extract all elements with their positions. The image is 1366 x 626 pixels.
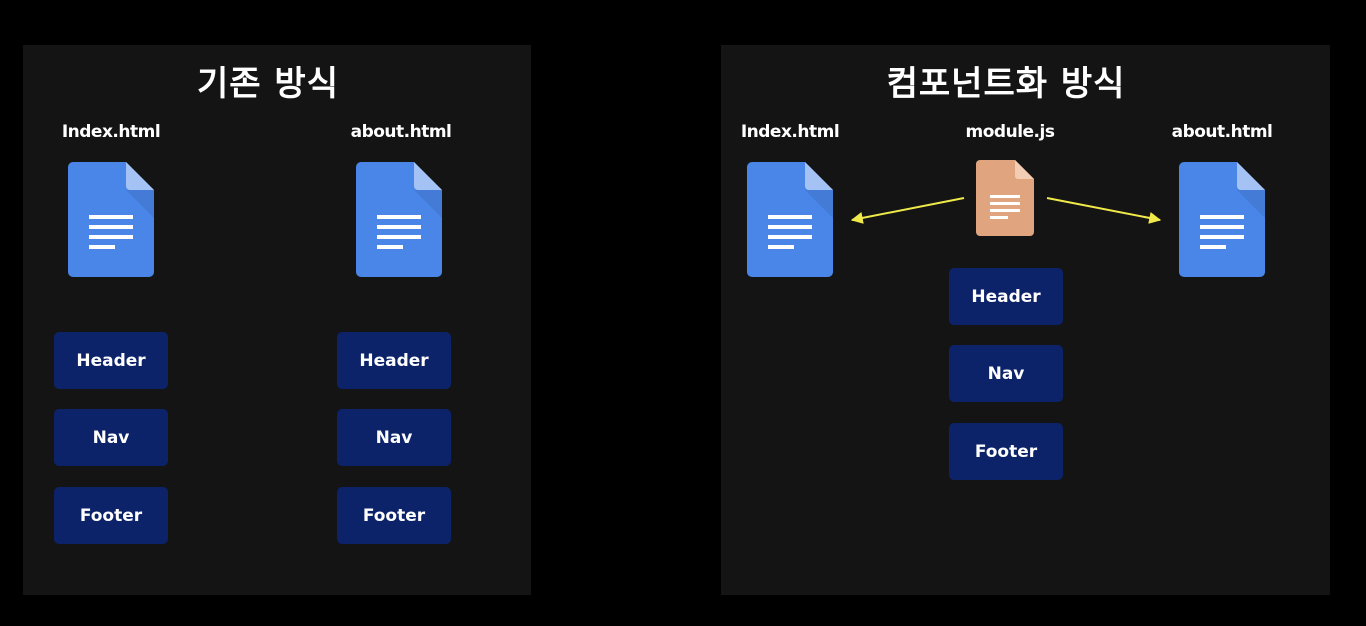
html-document-icon: [68, 162, 154, 277]
file-label-about-html: about.html: [1171, 122, 1273, 142]
file-label-about-html: about.html: [350, 122, 452, 142]
header-block: Header: [54, 332, 168, 389]
html-document-icon: [1179, 162, 1265, 277]
header-block: Header: [949, 268, 1063, 325]
html-document-icon: [356, 162, 442, 277]
file-label-index-html: Index.html: [740, 122, 840, 142]
js-module-document-icon: [976, 160, 1034, 236]
file-label-index-html: Index.html: [61, 122, 161, 142]
footer-block: Footer: [949, 423, 1063, 480]
header-block: Header: [337, 332, 451, 389]
arrow-to-about-html: [1046, 197, 1162, 224]
file-label-module-js: module.js: [965, 122, 1055, 142]
nav-block: Nav: [949, 345, 1063, 402]
html-document-icon: [747, 162, 833, 277]
footer-block: Footer: [337, 487, 451, 544]
legacy-approach-title: 기존 방식: [197, 64, 339, 104]
nav-block: Nav: [337, 409, 451, 466]
nav-block: Nav: [54, 409, 168, 466]
arrow-to-index-html: [850, 197, 965, 224]
footer-block: Footer: [54, 487, 168, 544]
component-approach-title: 컴포넌트화 방식: [886, 64, 1126, 104]
